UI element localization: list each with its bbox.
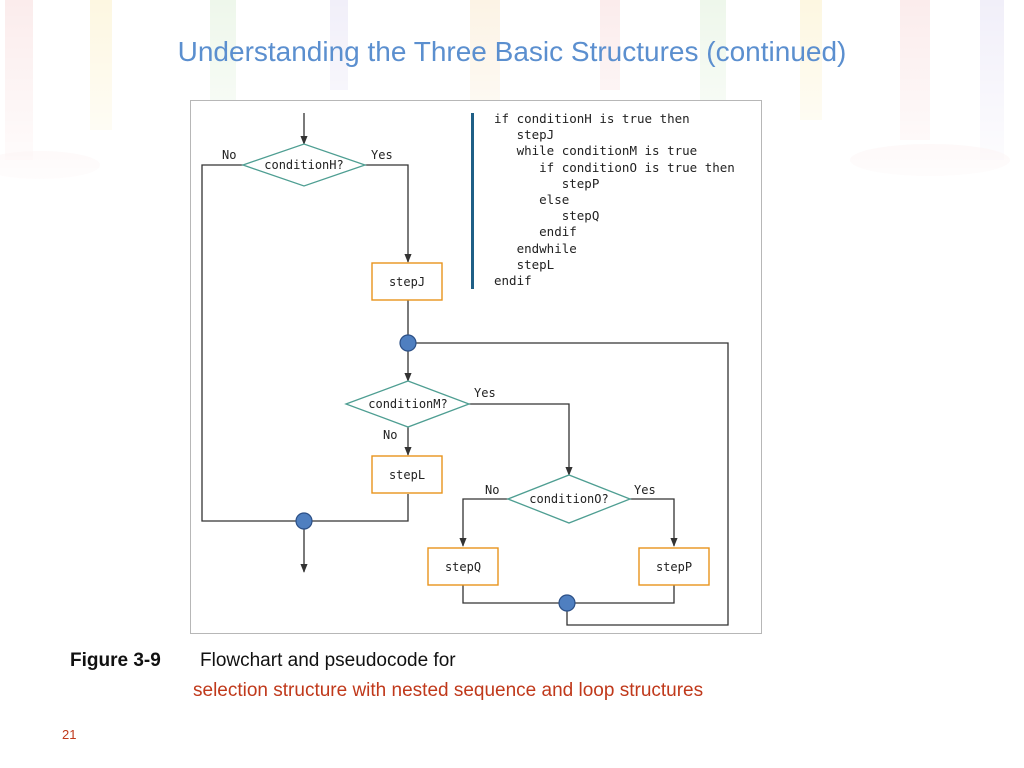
decision-label-conditionO: conditionO? [529,492,608,506]
connector-h-join [295,512,313,530]
pseudocode-line: while conditionM is true [494,143,698,159]
branch-label-m-yes: Yes [474,386,496,400]
flow-lines [201,113,729,626]
figure-caption-line1: Flowchart and pseudocode for [200,650,456,671]
step-box-stepP [638,547,710,586]
page-number: 21 [62,727,77,742]
slide-title: Understanding the Three Basic Structures… [177,36,847,67]
pseudocode-line: stepP [494,175,600,191]
step-box-stepJ [371,262,443,301]
pseudocode-line: else [494,192,570,208]
step-label-stepQ: stepQ [445,560,481,574]
connector-o-join [558,594,576,612]
pseudocode-line: endif [494,273,532,289]
decision-label-conditionH: conditionH? [264,158,343,172]
pseudocode-line: stepQ [494,208,600,224]
branch-label-o-no: No [485,483,499,497]
pseudocode-block: if conditionH is true then stepJ while c… [494,111,735,289]
figure-label: Figure 3-9 [70,650,161,671]
branch-label-m-no: No [383,428,397,442]
step-box-stepQ [427,547,499,586]
pseudocode-line: if conditionH is true then [494,111,690,126]
step-box-stepL [371,455,443,494]
pseudocode-line: if conditionO is true then [494,159,735,175]
decision-conditionO [506,474,632,524]
figure-caption-line2: selection structure with nested sequence… [193,680,704,701]
branch-label-o-yes: Yes [634,483,656,497]
step-label-stepL: stepL [389,468,425,482]
branch-label-h-no: No [222,148,236,162]
pseudocode-line: stepL [494,256,555,272]
decision-label-conditionM: conditionM? [368,397,447,411]
pseudocode-line: endwhile [494,240,577,256]
connector-loop-entry [399,334,417,352]
figure-frame [190,100,762,634]
branch-label-h-yes: Yes [371,148,393,162]
step-label-stepP: stepP [656,560,692,574]
decision-conditionM [344,380,471,428]
pseudocode-line: stepJ [494,127,555,143]
pseudocode-bar [471,113,474,289]
pseudocode-line: endif [494,224,577,240]
decision-conditionH [241,143,367,187]
step-label-stepJ: stepJ [389,275,425,289]
